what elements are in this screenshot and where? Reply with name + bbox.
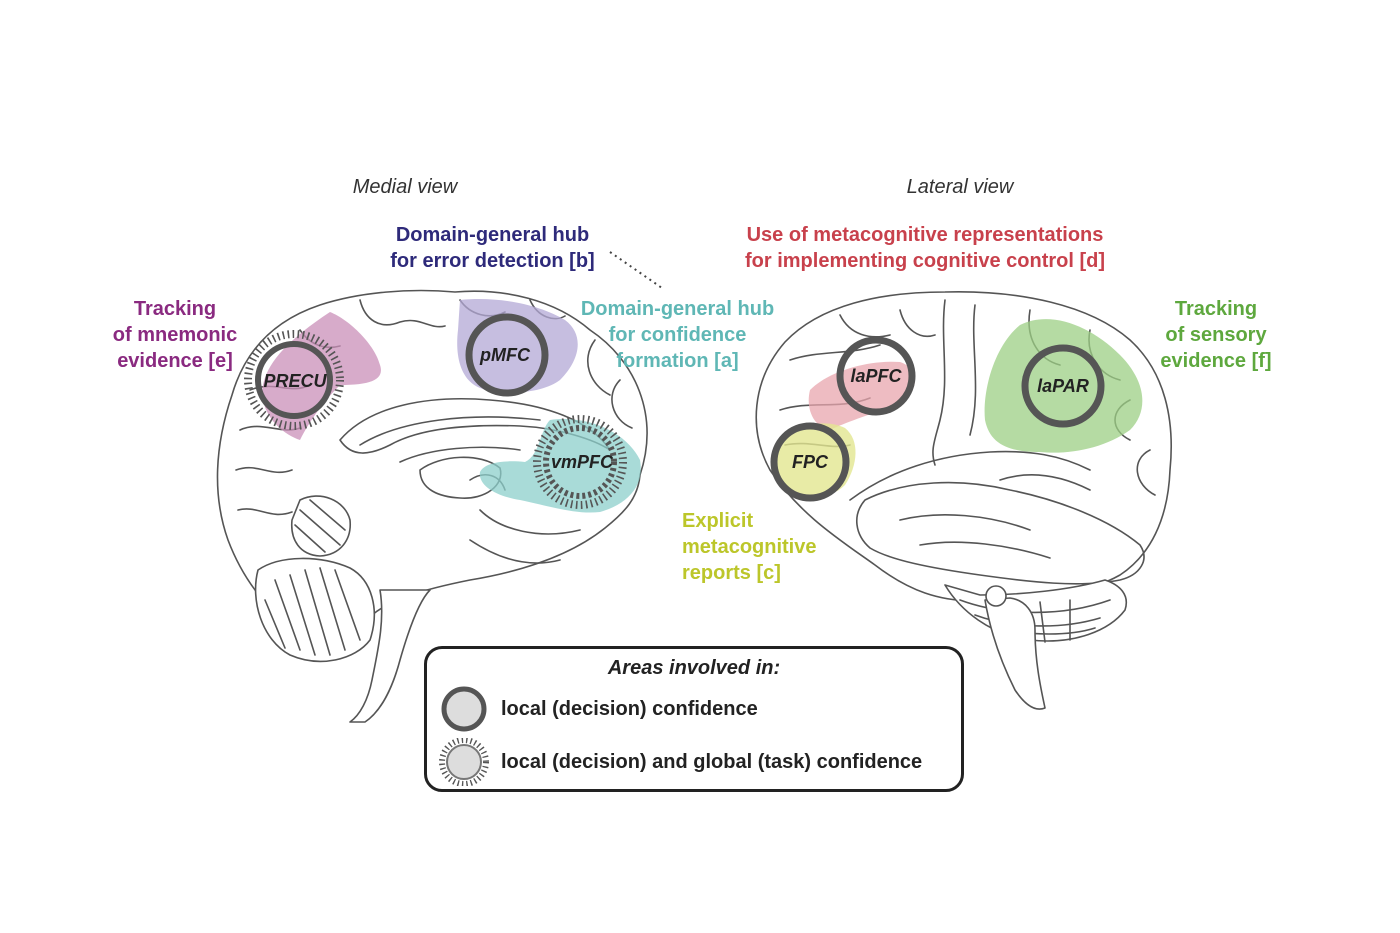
control-line1: Use of metacognitive representations <box>746 224 1104 246</box>
lapfc-label: laPFC <box>850 366 902 386</box>
confidence-hub-annotation: Domain-general hub for confidence format… <box>560 296 795 374</box>
legend-local-row: local (decision) confidence <box>437 685 758 733</box>
mnemonic-line2: of mnemonic <box>112 324 238 346</box>
sensory-line1: Tracking <box>1174 298 1258 320</box>
error-hub-line2: for error detection [b] <box>390 250 595 272</box>
lapar-ring <box>1021 344 1105 428</box>
dashed-ring-icon <box>439 738 489 786</box>
legend-title: Areas involved in: <box>607 657 781 679</box>
lapfc-region <box>808 361 916 430</box>
mnemonic-line1: Tracking <box>133 298 217 320</box>
legend-local-label: local (decision) confidence <box>501 697 758 720</box>
lateral-brainstem <box>984 597 1046 710</box>
explicit-line2: metacognitive <box>682 536 817 558</box>
temporal-lobe <box>856 481 1145 585</box>
error-hub-connector <box>609 251 663 289</box>
control-annotation: Use of metacognitive representations for… <box>715 222 1135 274</box>
mnemonic-annotation: Tracking of mnemonic evidence [e] <box>90 296 260 374</box>
legend-global-row: local (decision) and global (task) confi… <box>437 738 922 786</box>
vmpfc-label: vmPFC <box>551 452 614 472</box>
confidence-hub-line3: formation [a] <box>616 350 739 372</box>
explicit-line3: reports [c] <box>682 562 781 584</box>
lapar-label: laPAR <box>1037 376 1089 396</box>
medial-brainstem <box>349 589 431 723</box>
explicit-annotation: Explicit metacognitive reports [c] <box>682 508 842 586</box>
medial-view-title: Medial view <box>352 176 458 198</box>
sensory-line3: evidence [f] <box>1160 350 1272 372</box>
fpc-label: FPC <box>792 452 829 472</box>
precu-label: PRECU <box>263 371 327 391</box>
sensory-annotation: Tracking of sensory evidence [f] <box>1140 296 1292 374</box>
pmfc-label: pMFC <box>479 345 531 365</box>
vmpfc-ring <box>533 415 627 509</box>
confidence-hub-line1: Domain-general hub <box>580 298 775 320</box>
lateral-view-title: Lateral view <box>906 176 1014 198</box>
medial-cerebellum <box>254 557 376 663</box>
control-line2: for implementing cognitive control [d] <box>745 250 1105 272</box>
explicit-line1: Explicit <box>682 510 754 532</box>
medial-regions: pMFC PRECU vmPFC <box>244 299 641 513</box>
precu-ring <box>244 330 344 430</box>
mnemonic-line3: evidence [e] <box>117 350 233 372</box>
lapar-region <box>984 319 1143 453</box>
solid-ring-icon <box>441 686 487 732</box>
medial-brain-outline <box>216 289 648 642</box>
legend-global-label: local (decision) and global (task) confi… <box>501 750 923 773</box>
fpc-ring <box>770 422 850 502</box>
legend-box: Areas involved in: local (decision) conf… <box>424 646 964 792</box>
sensory-line2: of sensory <box>1165 324 1267 346</box>
pmfc-ring <box>465 313 549 397</box>
error-hub-annotation: Domain-general hub for error detection [… <box>360 222 625 274</box>
lapfc-ring <box>836 336 916 416</box>
confidence-hub-line2: for confidence <box>608 324 747 346</box>
error-hub-line1: Domain-general hub <box>395 224 590 246</box>
lateral-regions: laPFC FPC laPAR <box>770 319 1143 502</box>
